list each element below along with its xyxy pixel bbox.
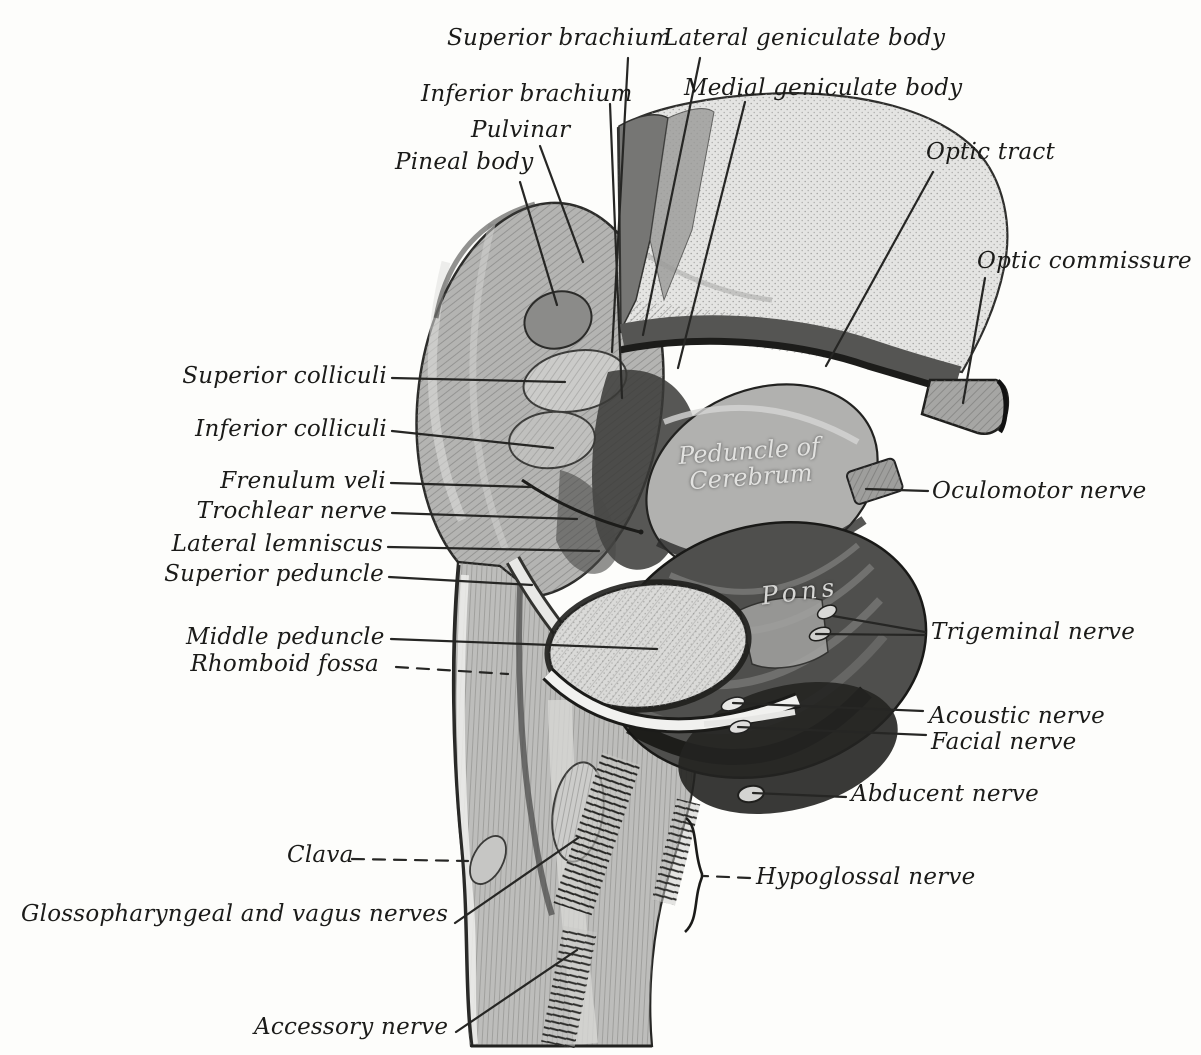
leader-oculomotor-nerve (864, 487, 930, 493)
leader-trigeminal-nerve-2 (814, 632, 927, 637)
rhomboid-fossa-groove (516, 564, 555, 916)
leader-abducent-nerve (751, 791, 848, 799)
leader-lateral-geniculate-body (641, 56, 702, 337)
label-acoustic-nerve: Acoustic nerve (929, 703, 1105, 729)
hypoglossal-rootlets-ladder (651, 798, 701, 906)
leader-superior-peduncle (387, 575, 534, 587)
label-medial-geniculate-body: Medial geniculate body (684, 75, 963, 101)
medulla-oblongata (451, 560, 697, 1048)
nerve-rootlets (541, 752, 701, 1049)
middle-peduncle-cut (542, 579, 801, 734)
label-trigeminal-nerve: Trigeminal nerve (931, 619, 1136, 645)
label-superior-peduncle: Superior peduncle (164, 561, 384, 587)
medulla-left-light-band (456, 574, 478, 1045)
leader-middle-peduncle (389, 637, 659, 651)
label-abducent-nerve: Abducent nerve (851, 781, 1039, 807)
label-middle-peduncle: Middle peduncle (186, 624, 385, 650)
leader-optic-commissure (961, 276, 987, 405)
leader-inferior-colliculi (390, 429, 555, 450)
oculomotor-stub (846, 457, 904, 505)
hypoglossal-brace (684, 816, 704, 933)
leader-hypoglossal-nerve (702, 874, 752, 880)
leader-optic-tract (824, 170, 935, 368)
leader-superior-brachium (610, 56, 630, 354)
label-accessory-nerve: Accessory nerve (254, 1014, 449, 1040)
accessory-rootlets-ladder (541, 925, 597, 1049)
label-optic-commissure: Optic commissure (977, 248, 1192, 274)
abducent-nerve-stub (737, 784, 765, 804)
leader-trigeminal-nerve (831, 614, 927, 634)
leader-facial-nerve (736, 725, 928, 737)
label-hypoglossal-nerve: Hypoglossal nerve (756, 864, 976, 890)
leader-trochlear-nerve (390, 511, 579, 521)
leader-accessory-nerve (454, 948, 579, 1034)
label-facial-nerve: Facial nerve (931, 729, 1077, 755)
label-pineal-body: Pineal body (395, 149, 534, 175)
label-pulvinar: Pulvinar (471, 117, 571, 143)
label-clava: Clava (287, 842, 354, 868)
leader-clava (350, 857, 470, 863)
label-inferior-colliculi: Inferior colliculi (195, 416, 387, 442)
label-optic-tract: Optic tract (926, 139, 1055, 165)
vagal-rootlets-ladder (553, 752, 641, 916)
leader-lines (350, 56, 987, 1034)
leader-acoustic-nerve (731, 701, 925, 713)
label-glossopharyngeal-and-vagus-nerves: Glossopharyngeal and vagus nerves (21, 901, 449, 927)
trochlear-nerve-filament (521, 478, 641, 534)
clava-bump (469, 835, 507, 885)
label-rhomboid-fossa: Rhomboid fossa (190, 651, 379, 677)
leader-glossopharyngeal-and-vagus-nerves (453, 836, 580, 925)
thalamus-cut-surface (616, 91, 1009, 374)
leader-superior-colliculi (390, 376, 567, 384)
leader-pineal-body (518, 180, 559, 307)
leader-frenulum-veli (389, 481, 533, 489)
label-lateral-lemniscus: Lateral lemniscus (171, 531, 383, 557)
label-trochlear-nerve: Trochlear nerve (196, 498, 387, 524)
label-oculomotor-nerve: Oculomotor nerve (932, 478, 1147, 504)
trigeminal-stub-upper (816, 604, 838, 620)
label-inferior-brachium: Inferior brachium (421, 81, 633, 107)
leader-medial-geniculate-body (676, 100, 747, 370)
leader-lateral-lemniscus (386, 545, 601, 553)
trigeminal-root (739, 596, 838, 669)
label-superior-brachium: Superior brachium (447, 25, 672, 51)
leader-rhomboid-fossa (394, 665, 510, 676)
label-lateral-geniculate-body: Lateral geniculate body (663, 25, 946, 51)
label-superior-colliculi: Superior colliculi (182, 363, 387, 389)
leader-pulvinar (538, 144, 585, 264)
acoustic-facial-white-band (544, 670, 800, 731)
leader-inferior-brachium (608, 102, 624, 400)
label-frenulum-veli: Frenulum veli (220, 468, 386, 494)
